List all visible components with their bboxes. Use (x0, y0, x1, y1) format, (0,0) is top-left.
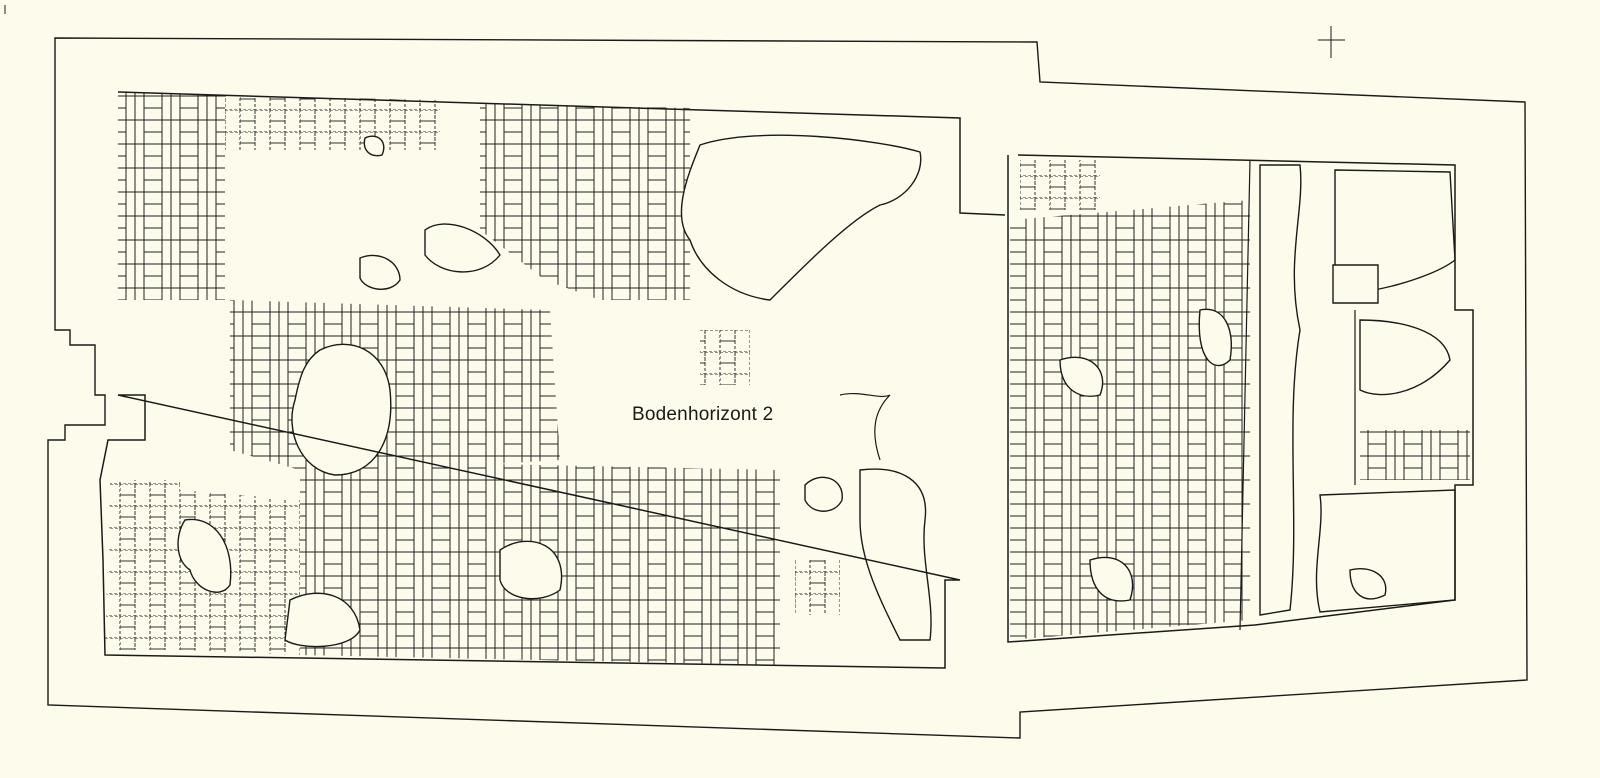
left-trench-pavement (105, 92, 840, 665)
left-trench-outline (99, 91, 1006, 669)
disturbance-features (177, 134, 1456, 648)
right-trench-pavement (1010, 160, 1470, 640)
right-trench-outline (1007, 154, 1474, 643)
plan-label: Bodenhorizont 2 (632, 404, 774, 425)
outer-boundary (47, 37, 1528, 739)
